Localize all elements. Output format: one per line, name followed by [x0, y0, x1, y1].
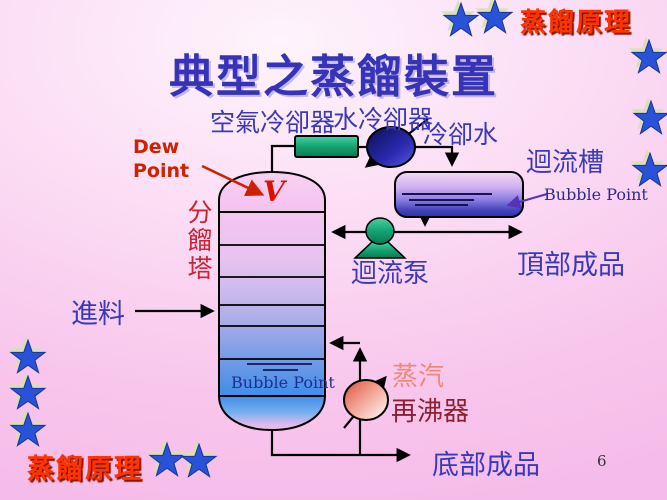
fractionating-column-label: 分餾塔 [184, 199, 213, 283]
steam-label: 蒸汽 [392, 362, 445, 392]
column-liquid-lines [247, 363, 312, 371]
column-shell [218, 211, 326, 397]
dew-point-label: Dew Point [133, 136, 190, 182]
top-product-label: 頂部成品 [517, 250, 625, 281]
brand-header: 蒸餾原理 [520, 8, 633, 38]
reboiler-icon [343, 379, 389, 421]
water-cooler-icon [366, 126, 416, 168]
bubble-point-column-label: Bubble Point [231, 373, 335, 392]
star-icon [7, 335, 46, 374]
pipe-overhead [270, 144, 295, 176]
dew-point-arrow [201, 164, 265, 196]
bubble-point-drum-label: Bubble Point [544, 185, 648, 204]
star-icon [474, 0, 513, 34]
pipe-bottom-product [270, 427, 411, 463]
page-number: 6 [597, 452, 607, 470]
air-cooler-label: 空氣冷卻器 [210, 108, 336, 137]
pipe-to-drum [415, 145, 460, 167]
column-bottom-dome [217, 395, 327, 432]
reboiler-label: 再沸器 [391, 397, 470, 427]
bubble-point-arrow [506, 193, 548, 209]
reflux-pump-label: 迴流泵 [351, 259, 430, 289]
reflux-drum-icon [394, 171, 524, 218]
feed-label: 進料 [71, 299, 125, 330]
star-icon [178, 439, 217, 478]
star-icon [7, 408, 46, 447]
page-title: 典型之蒸餾裝置 [168, 50, 498, 103]
star-icon [440, 0, 479, 37]
star-icon [629, 148, 667, 187]
bottom-product-label: 底部成品 [432, 450, 540, 481]
brand-footer: 蒸餾原理 [27, 454, 143, 485]
star-icon [146, 438, 185, 477]
cooling-water-label: 冷卻水 [423, 120, 499, 149]
reflux-drum-label: 迴流槽 [526, 148, 605, 178]
air-cooler-icon [294, 135, 359, 158]
water-cooler-label: 水冷卻器 [333, 105, 434, 134]
reflux-pump-icon [353, 217, 407, 259]
column-trays [219, 244, 325, 360]
vapor-symbol-label: V [263, 175, 285, 208]
star-icon [7, 371, 46, 410]
